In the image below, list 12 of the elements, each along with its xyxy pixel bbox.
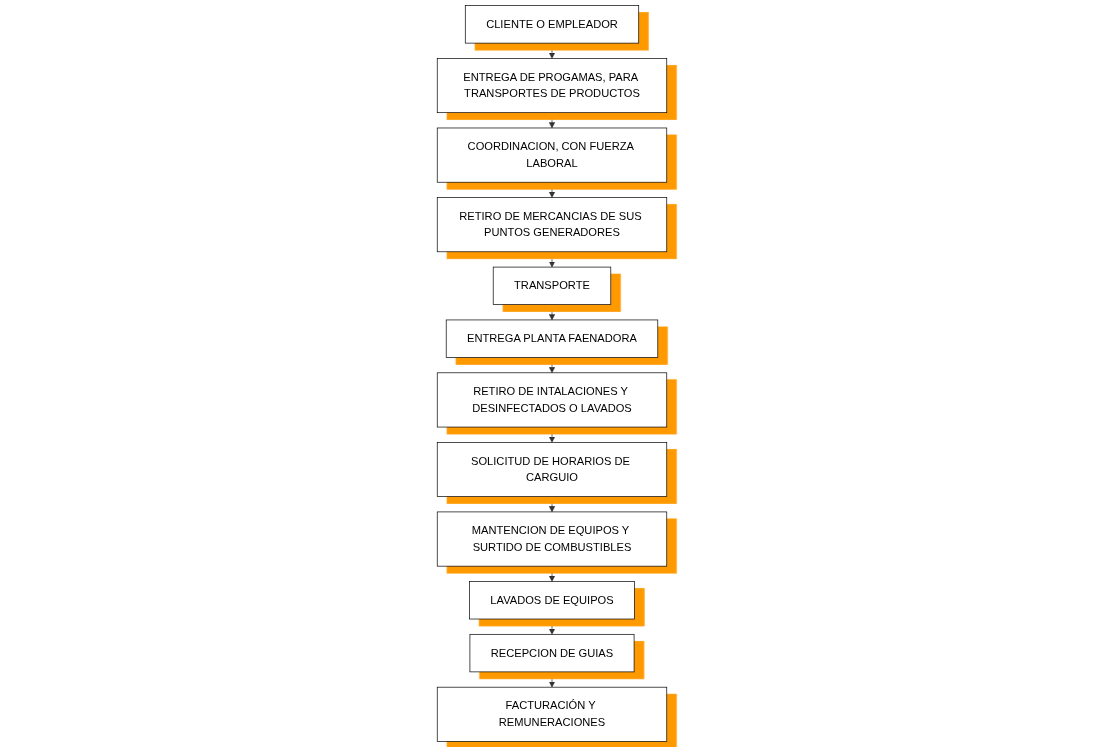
node-box: CLIENTE O EMPLEADOR xyxy=(464,5,640,44)
node-box: ENTREGA PLANTA FAENADORA xyxy=(445,319,659,358)
node-box: MANTENCION DE EQUIPOS Y SURTIDO DE COMBUSTIBLES xyxy=(436,511,668,567)
node-box: RETIRO DE INTALACIONES Y DESINFECTADOS O LAVADOS xyxy=(436,372,668,428)
node-box: RETIRO DE MERCANCIAS DE SUS PUNTOS GENERADORES xyxy=(436,197,668,253)
node-box: FACTURACIÓN Y REMUNERACIONES xyxy=(436,686,668,742)
node-box: TRANSPORTE xyxy=(492,266,612,305)
node-box: SOLICITUD DE HORARIOS DE CARGUIO xyxy=(436,442,668,497)
node-box: LAVADOS DE EQUIPOS xyxy=(469,581,635,620)
node-box: RECEPCION DE GUIAS xyxy=(469,633,635,673)
node-box: ENTREGA DE PROGAMAS, PARA TRANSPORTES DE PRODUCTOS xyxy=(436,58,668,114)
node-box: COORDINACION, CON FUERZA LABORAL xyxy=(436,127,668,183)
